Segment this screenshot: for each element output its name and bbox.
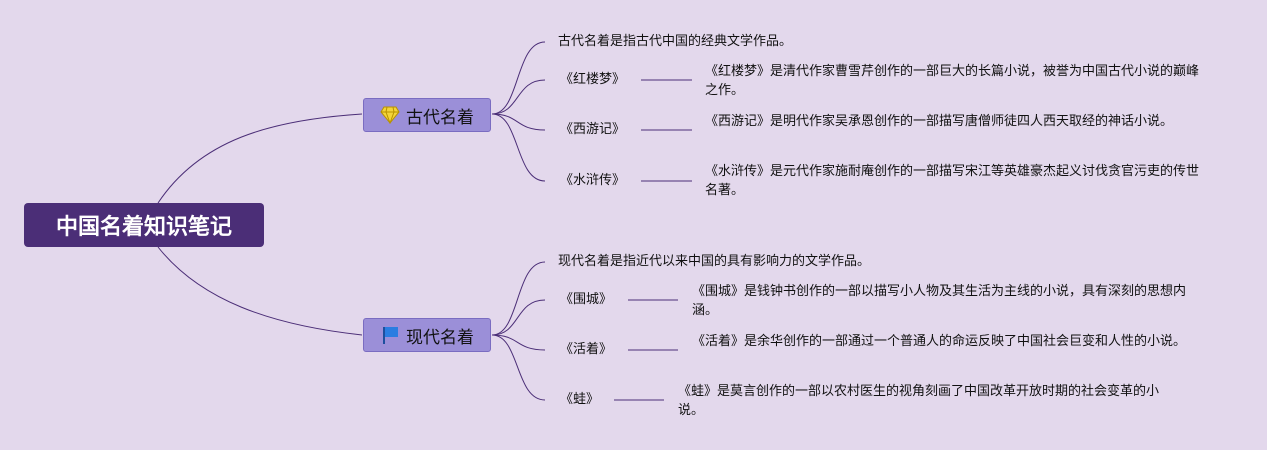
root-topic-label: 中国名着知识笔记 — [55, 215, 232, 240]
book-desc-shuihuzhuan[interactable]: 《水浒传》是元代作家施耐庵创作的一部描写宋江等英雄豪杰起义讨伐贪官污吏的传世名著… — [705, 164, 1200, 198]
branch-intro[interactable]: 古代名着是指古代中国的经典文学作品。 — [558, 34, 793, 49]
book-desc-hongloumeng[interactable]: 《红楼梦》是清代作家曹雪芹创作的一部巨大的长篇小说，被誉为中国古代小说的巅峰之作… — [705, 64, 1200, 98]
book-title-hongloumeng[interactable]: 《红楼梦》 — [560, 72, 626, 87]
branch-intro[interactable]: 现代名着是指近代以来中国的具有影响力的文学作品。 — [558, 254, 871, 269]
book-title-huozhe[interactable]: 《活着》 — [560, 342, 613, 357]
book-desc-xiyouji[interactable]: 《西游记》是明代作家吴承恩创作的一部描写唐僧师徒四人西天取经的神话小说。 — [705, 114, 1174, 129]
branch-ancient-classics[interactable]: 古代名着 — [363, 98, 491, 132]
book-desc-weicheng[interactable]: 《围城》是钱钟书创作的一部以描写小人物及其生活为主线的小说，具有深刻的思想内涵。 — [692, 284, 1187, 318]
diamond-icon — [380, 106, 400, 124]
branch-label: 现代名着 — [406, 327, 474, 348]
flag-icon — [383, 327, 398, 344]
book-title-xiyouji[interactable]: 《西游记》 — [560, 122, 626, 137]
book-title-weicheng[interactable]: 《围城》 — [560, 292, 613, 307]
root-topic[interactable]: 中国名着知识笔记 — [24, 203, 264, 247]
book-title-wa[interactable]: 《蛙》 — [560, 392, 600, 407]
book-desc-huozhe[interactable]: 《活着》是余华创作的一部通过一个普通人的命运反映了中国社会巨变和人性的小说。 — [692, 334, 1187, 349]
branch-label: 古代名着 — [406, 107, 474, 128]
book-title-shuihuzhuan[interactable]: 《水浒传》 — [560, 173, 626, 188]
book-desc-wa[interactable]: 《蛙》是莫言创作的一部以农村医生的视角刻画了中国改革开放时期的社会变革的小说。 — [678, 384, 1160, 418]
branch-modern-classics[interactable]: 现代名着 — [363, 318, 491, 352]
